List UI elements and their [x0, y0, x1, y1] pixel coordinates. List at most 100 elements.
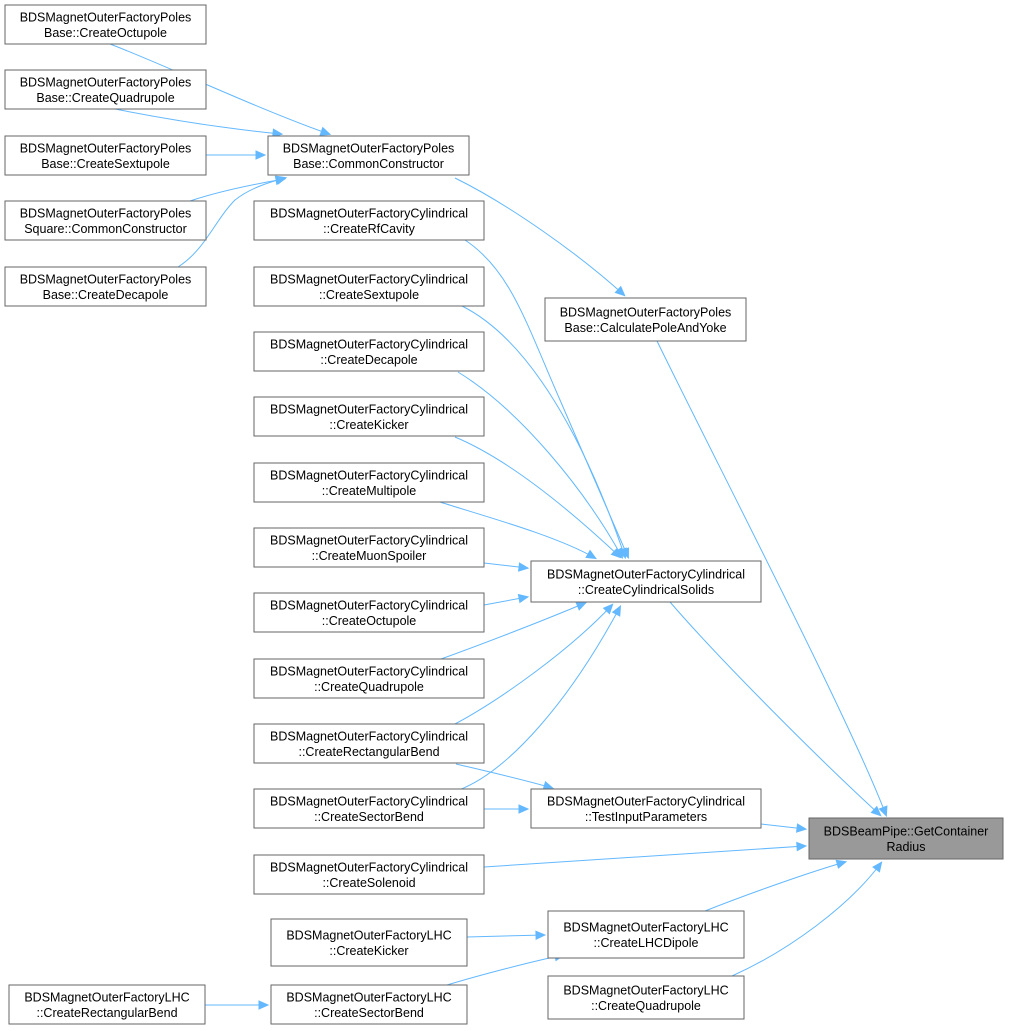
- node-c-kick[interactable]: BDSMagnetOuterFactoryCylindrical::Create…: [253, 396, 485, 437]
- edge-line: [464, 239, 629, 558]
- node-calc[interactable]: BDSMagnetOuterFactoryPolesBase::Calculat…: [544, 297, 747, 342]
- node-label-line: BDSMagnetOuterFactoryLHC: [563, 920, 728, 934]
- node-label-line: ::CreateKicker: [329, 418, 408, 432]
- node-label-line: BDSMagnetOuterFactoryCylindrical: [547, 567, 745, 581]
- node-label-line: BDSMagnetOuterFactoryPoles: [20, 272, 192, 286]
- node-c-oct[interactable]: BDSMagnetOuterFactoryCylindrical::Create…: [253, 592, 485, 633]
- edge-arrowhead: [878, 805, 888, 818]
- node-box: [253, 266, 485, 307]
- node-c-sector[interactable]: BDSMagnetOuterFactoryCylindrical::Create…: [253, 788, 485, 829]
- edge-arrowhead: [517, 593, 530, 604]
- edge-line: [457, 371, 623, 558]
- edge-lhc_quad-to-target: [731, 861, 883, 977]
- node-label-line: ::CreateCylindricalSolids: [578, 583, 714, 597]
- node-c-rf[interactable]: BDSMagnetOuterFactoryCylindrical::Create…: [253, 200, 485, 241]
- node-label-line: Base::CreateQuadrupole: [36, 91, 174, 105]
- edge-arrowhead: [518, 562, 530, 572]
- node-c-muon[interactable]: BDSMagnetOuterFactoryCylindrical::Create…: [253, 527, 485, 568]
- node-lhc-sector[interactable]: BDSMagnetOuterFactoryLHC::CreateSectorBe…: [270, 984, 468, 1025]
- node-c-sol[interactable]: BDSMagnetOuterFactoryCylindrical::Create…: [253, 854, 485, 895]
- node-lhc-dipole[interactable]: BDSMagnetOuterFactoryLHC::CreateLHCDipol…: [547, 910, 745, 959]
- node-sqcc[interactable]: BDSMagnetOuterFactoryPolesSquare::Common…: [4, 200, 207, 241]
- edge-arrowhead: [796, 823, 808, 833]
- node-label-line: BDSMagnetOuterFactoryCylindrical: [270, 337, 468, 351]
- node-label-line: BDSMagnetOuterFactoryPoles: [20, 75, 192, 89]
- edge-line: [440, 602, 586, 660]
- node-label-line: ::CreateMuonSpoiler: [312, 549, 427, 563]
- node-label-line: ::CreateOctupole: [322, 614, 417, 628]
- node-lhc-quad[interactable]: BDSMagnetOuterFactoryLHC::CreateQuadrupo…: [547, 975, 745, 1020]
- node-label-line: Square::CommonConstructor: [24, 222, 187, 236]
- node-box: [253, 723, 485, 764]
- edge-c_kick-to-cylsolids: [454, 436, 622, 559]
- node-label-line: BDSMagnetOuterFactoryCylindrical: [547, 794, 745, 808]
- edge-c_quad-to-cylsolids: [440, 601, 588, 660]
- node-cylsolids[interactable]: BDSMagnetOuterFactoryCylindrical::Create…: [530, 560, 762, 603]
- edge-line: [731, 862, 882, 977]
- node-label-line: BDSMagnetOuterFactoryCylindrical: [270, 533, 468, 547]
- edge-arrowhead: [275, 175, 288, 185]
- edge-arrowhead: [585, 549, 597, 560]
- edge-arrowhead: [614, 285, 626, 297]
- node-deca[interactable]: BDSMagnetOuterFactoryPolesBase::CreateDe…: [4, 266, 207, 307]
- node-common[interactable]: BDSMagnetOuterFactoryPolesBase::CommonCo…: [267, 135, 470, 176]
- edge-c_multi-to-cylsolids: [439, 501, 597, 560]
- node-label-line: BDSBeamPipe::GetContainer: [824, 824, 989, 838]
- node-box: [4, 4, 207, 45]
- edge-sqcc-to-common: [189, 175, 287, 202]
- node-lhc-kick[interactable]: BDSMagnetOuterFactoryLHC::CreateKicker: [270, 918, 468, 967]
- node-box: [530, 560, 762, 603]
- node-label-line: ::CreateRectangularBend: [36, 1006, 177, 1020]
- node-sext[interactable]: BDSMagnetOuterFactoryPolesBase::CreateSe…: [4, 135, 207, 176]
- node-box: [253, 788, 485, 829]
- edge-c_sext-to-cylsolids: [461, 305, 627, 560]
- node-label-line: ::CreateSolenoid: [322, 876, 415, 890]
- node-c-sext[interactable]: BDSMagnetOuterFactoryCylindrical::Create…: [253, 266, 485, 307]
- edge-c_sector-to-cylsolids: [458, 605, 622, 791]
- edge-line: [455, 763, 553, 789]
- node-label-line: ::CreateMultipole: [322, 484, 417, 498]
- edge-cylsolids-to-target: [669, 601, 882, 817]
- node-c-rect[interactable]: BDSMagnetOuterFactoryCylindrical::Create…: [253, 723, 485, 764]
- node-box: [253, 462, 485, 503]
- node-label-line: BDSMagnetOuterFactoryCylindrical: [270, 206, 468, 220]
- edge-common-to-calc: [454, 177, 626, 297]
- node-c-multi[interactable]: BDSMagnetOuterFactoryCylindrical::Create…: [253, 462, 485, 503]
- edge-line: [656, 340, 887, 816]
- node-box: [253, 200, 485, 241]
- edge-calc-to-target: [656, 340, 888, 818]
- edge-arrowhead: [542, 781, 555, 791]
- node-box: [4, 266, 207, 307]
- edge-line: [109, 43, 330, 135]
- node-label-line: BDSMagnetOuterFactoryPoles: [20, 141, 192, 155]
- node-c-deca[interactable]: BDSMagnetOuterFactoryCylindrical::Create…: [253, 331, 485, 372]
- node-box: [253, 527, 485, 568]
- node-box: [4, 69, 207, 110]
- node-label-line: BDSMagnetOuterFactoryPoles: [20, 10, 192, 24]
- node-label-line: ::CreateRectangularBend: [298, 745, 439, 759]
- node-label-line: Base::CreateOctupole: [44, 26, 167, 40]
- node-label-line: ::CreateQuadrupole: [314, 680, 424, 694]
- edge-c_sol-to-target: [483, 841, 808, 868]
- node-box: [530, 788, 762, 829]
- edge-lhc_dipole-to-target: [704, 859, 848, 912]
- node-quad[interactable]: BDSMagnetOuterFactoryPolesBase::CreateQu…: [4, 69, 207, 110]
- node-lhc-rect[interactable]: BDSMagnetOuterFactoryLHC::CreateRectangu…: [8, 984, 206, 1025]
- node-box: [253, 331, 485, 372]
- node-oct[interactable]: BDSMagnetOuterFactoryPolesBase::CreateOc…: [4, 4, 207, 45]
- node-label-line: BDSMagnetOuterFactoryLHC: [24, 990, 189, 1004]
- node-label-line: ::CreateRfCavity: [323, 222, 415, 236]
- edge-testinput-to-target: [760, 823, 808, 833]
- node-testinput[interactable]: BDSMagnetOuterFactoryCylindrical::TestIn…: [530, 788, 762, 829]
- node-label-line: BDSMagnetOuterFactoryCylindrical: [270, 729, 468, 743]
- node-label-line: BDSMagnetOuterFactoryPoles: [20, 206, 192, 220]
- node-label-line: BDSMagnetOuterFactoryCylindrical: [270, 272, 468, 286]
- node-label-line: BDSMagnetOuterFactoryLHC: [563, 983, 728, 997]
- edge-arrowhead: [872, 861, 883, 873]
- edge-sext-to-common: [206, 150, 267, 160]
- node-c-quad[interactable]: BDSMagnetOuterFactoryCylindrical::Create…: [253, 658, 485, 699]
- edge-line: [439, 501, 596, 559]
- edge-arrowhead: [575, 601, 588, 611]
